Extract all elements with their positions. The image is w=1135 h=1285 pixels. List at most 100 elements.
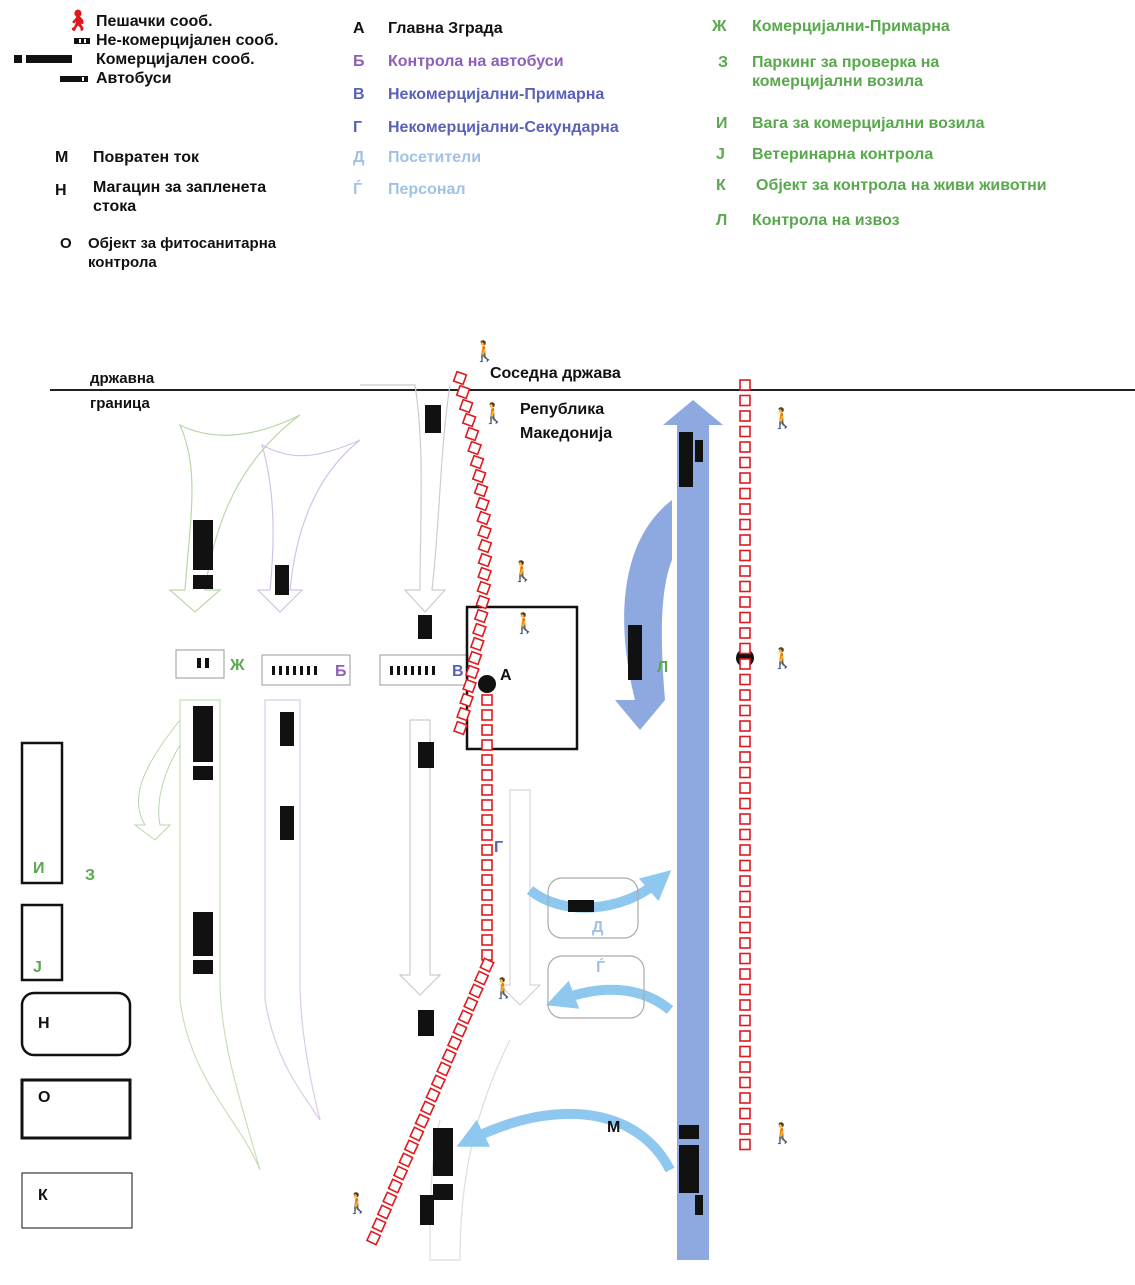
pedestrian-icon: 🚶 [345, 1191, 370, 1215]
label-v: В [452, 663, 464, 680]
pedestrian-path-step [739, 472, 751, 484]
pedestrian-path-step [473, 482, 489, 498]
truck-icon [679, 1125, 699, 1139]
pedestrian-path-step [459, 692, 475, 708]
noncommercial-entry-arrow [360, 384, 451, 613]
border-label-1: државна [90, 370, 155, 387]
pedestrian-path-step [473, 970, 490, 986]
pedestrian-path-step [739, 704, 751, 717]
bus-entry-arrow [256, 439, 361, 613]
label-m: М [607, 1119, 620, 1136]
pedestrian-path-step [436, 1061, 452, 1077]
pedestrian-path-step [382, 1191, 398, 1207]
label-d: Д [592, 919, 604, 936]
truck-icon [433, 1128, 453, 1176]
pedestrian-path-step [739, 766, 751, 779]
pedestrian-path-step [387, 1178, 403, 1194]
republic-label-1: Република [520, 401, 604, 418]
pedestrian-path-step [481, 739, 493, 751]
label-i: И [33, 860, 45, 877]
pedestrian-path-step [481, 859, 493, 871]
pedestrian-path-step [481, 829, 493, 841]
label-zh: Ж [229, 657, 245, 674]
car-icon [418, 1010, 434, 1036]
pedestrian-path-step [414, 1113, 430, 1129]
pedestrian-path-step [739, 565, 751, 577]
pedestrian-path-step [403, 1139, 420, 1155]
car-icon [695, 440, 703, 462]
pedestrian-path-step [455, 384, 471, 400]
pedestrian-path-step [739, 503, 751, 515]
pedestrian-path-step [446, 1035, 463, 1051]
pedestrian-path-step [425, 1087, 441, 1103]
label-a: А [500, 667, 512, 684]
secondary-control-lane [498, 789, 542, 1006]
pedestrian-path-step [739, 441, 751, 453]
pedestrian-path-step [467, 440, 483, 456]
label-j: Ј [33, 959, 42, 976]
export-control-arrow [615, 500, 672, 730]
pedestrian-path-step [739, 1092, 751, 1104]
legend-noncommercial: Не-комерцијален сооб. [60, 31, 278, 50]
truck-icon [193, 520, 213, 570]
pedestrian-path-step [481, 724, 493, 736]
pedestrian-path-step [477, 524, 492, 540]
main-building [465, 605, 579, 751]
pedestrian-path-step [739, 983, 751, 996]
pedestrian-path-step [739, 890, 751, 903]
legend-commercial: Комерцијален сооб. [12, 50, 255, 69]
pedestrian-path-step [739, 1138, 751, 1151]
veterinary-control-j [20, 903, 64, 982]
pedestrian-path-step [481, 709, 493, 721]
car-icon [425, 405, 441, 433]
pedestrian-path-step [739, 968, 751, 980]
pedestrian-path-step [481, 889, 493, 901]
truck-icon [433, 1184, 453, 1200]
pedestrian-path-step [462, 678, 477, 694]
pedestrian-path-step [461, 412, 477, 428]
label-z: З [85, 867, 95, 884]
pedestrian-path-step [398, 1152, 414, 1168]
pedestrian-path-step [739, 456, 751, 469]
pedestrian-icon: 🚶 [491, 976, 516, 1000]
pedestrian-path-step [739, 720, 751, 732]
pedestrian-path-step [475, 496, 490, 512]
truck-icon [628, 625, 642, 680]
pedestrian-path-step [739, 751, 751, 763]
pedestrian-path-step [419, 1100, 436, 1116]
truck-icon [193, 960, 213, 974]
legend-buses: Автобуси [60, 69, 171, 88]
pedestrian-path-step [409, 1126, 425, 1142]
pedestrian-path-step [452, 720, 468, 736]
pedestrian-path-step [481, 904, 493, 916]
pedestrian-path-step [467, 650, 483, 666]
pedestrian-path-step [441, 1048, 457, 1064]
republic-label-2: Македонија [520, 425, 612, 442]
staff-parking [547, 955, 645, 1019]
pedestrian-icon: 🚶 [512, 611, 537, 635]
pedestrian-path-step [472, 622, 487, 638]
pedestrian-path-step [469, 454, 485, 470]
pedestrian-path-step [481, 934, 493, 946]
car-icon [568, 900, 594, 912]
label-gj: Ѓ [596, 957, 605, 976]
return-flow-arrow-m [456, 1108, 675, 1173]
car-icon [418, 742, 434, 768]
truck-icon [193, 766, 213, 780]
pedestrian-path-step [481, 754, 493, 766]
pedestrian-icon: 🚶 [481, 401, 506, 425]
pedestrian-path-step [739, 642, 751, 655]
pedestrian-path-step [739, 952, 751, 965]
pedestrian-path-step [464, 426, 480, 442]
pedestrian-path-step [477, 566, 493, 582]
pedestrian-path-step [469, 636, 485, 652]
